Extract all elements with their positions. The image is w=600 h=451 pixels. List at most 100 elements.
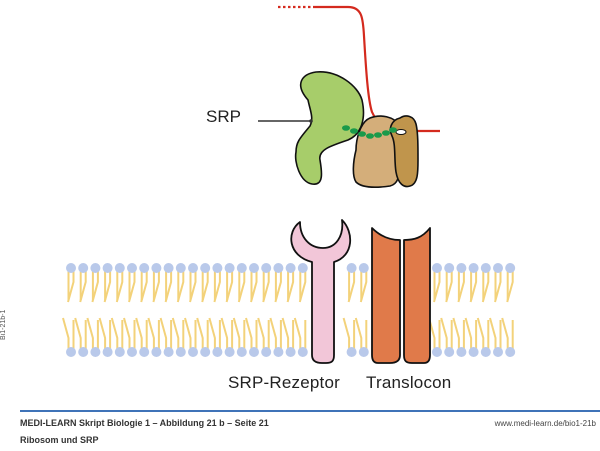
footer-divider xyxy=(20,410,600,412)
lipid-tail xyxy=(464,317,473,352)
lipid-head xyxy=(236,347,247,357)
lipid-head xyxy=(78,347,89,357)
lipid-tail xyxy=(457,268,465,303)
lipid-tail xyxy=(201,268,209,303)
lipid-head xyxy=(151,347,162,357)
lipid-head xyxy=(297,263,308,273)
lipid-tail xyxy=(147,317,155,352)
lipid-tail xyxy=(354,317,363,352)
lipid-head xyxy=(297,347,308,357)
lipid-head xyxy=(114,347,125,357)
lipid-tail xyxy=(79,268,87,303)
lipid-head xyxy=(212,263,223,273)
lipid-head xyxy=(493,347,503,357)
srp-label: SRP xyxy=(206,107,241,126)
lipid-head xyxy=(480,263,491,273)
lipid-head xyxy=(90,263,101,273)
lipid-head xyxy=(261,347,272,357)
lipid-head xyxy=(444,263,455,273)
lipid-tail xyxy=(74,317,82,352)
lipid-tail xyxy=(494,268,502,303)
lipid-head xyxy=(90,347,101,357)
lipid-tail xyxy=(184,317,192,352)
lipid-tail xyxy=(176,268,185,303)
lipid-head xyxy=(273,263,284,273)
lipid-tail xyxy=(164,268,173,303)
lipid-tail xyxy=(281,317,290,352)
lipid-tail xyxy=(347,268,356,303)
lipid-head xyxy=(432,347,442,357)
lipid-head xyxy=(224,347,235,357)
lipid-head xyxy=(175,347,186,357)
lipid-head xyxy=(212,347,223,357)
lipid-head xyxy=(444,347,455,357)
lipid-head xyxy=(468,347,479,357)
lipid-tail xyxy=(189,268,197,303)
lipid-head xyxy=(139,263,150,273)
lipid-tail xyxy=(232,317,241,352)
lipid-tail xyxy=(103,268,112,303)
lipid-tail xyxy=(445,268,453,303)
lipid-tail xyxy=(440,317,448,352)
figure-code: Bi1-21b-1 xyxy=(0,309,7,340)
lipid-head xyxy=(261,263,272,273)
translocon-label: Translocon xyxy=(366,373,452,392)
lipid-tail xyxy=(128,268,136,303)
lipid-tail xyxy=(225,268,234,303)
signal-peptide-bead xyxy=(382,130,390,136)
lipid-head xyxy=(151,263,162,273)
lipid-head xyxy=(224,263,235,273)
lipid-head xyxy=(188,263,198,273)
srp-receptor xyxy=(290,219,351,364)
lipid-head xyxy=(163,263,174,273)
ribosome-exit-tunnel xyxy=(395,129,407,135)
lipid-tail xyxy=(159,317,168,352)
lipid-tail xyxy=(213,268,221,303)
lipid-tail xyxy=(257,317,265,352)
lipid-head xyxy=(200,347,211,357)
translocon-right-half xyxy=(403,227,431,364)
lipid-head xyxy=(505,263,516,273)
srp-particle xyxy=(294,71,365,185)
lipid-tail xyxy=(245,317,253,352)
lipid-tail xyxy=(62,317,70,352)
lipid-tail xyxy=(86,317,94,352)
lipid-tail xyxy=(110,317,119,352)
lipid-tail xyxy=(501,317,509,352)
lipid-head xyxy=(456,263,467,273)
translocon-left-half xyxy=(371,227,401,364)
lipid-head xyxy=(432,263,442,273)
lipid-tail xyxy=(208,317,216,352)
lipid-tail xyxy=(452,317,460,352)
lipid-head xyxy=(493,263,503,273)
lipid-tail xyxy=(269,317,277,352)
lipid-head xyxy=(480,347,491,357)
lipid-tail xyxy=(476,317,485,352)
srp-pointer-dot xyxy=(309,119,313,123)
lipid-head xyxy=(78,263,89,273)
lipid-head xyxy=(102,347,113,357)
signal-peptide-bead xyxy=(389,127,397,133)
lipid-tail xyxy=(237,268,246,303)
lipid-tail xyxy=(293,317,302,352)
lipid-tail xyxy=(115,268,124,303)
signal-peptide xyxy=(342,125,397,139)
lipid-head xyxy=(285,347,296,357)
lipid-tail xyxy=(250,268,258,303)
lipid-bilayer-membrane xyxy=(62,263,516,357)
lipid-head xyxy=(127,347,137,357)
lipid-tail xyxy=(481,268,490,303)
lipid-head xyxy=(346,347,357,357)
lipid-head xyxy=(175,263,186,273)
lipid-tail xyxy=(433,268,441,303)
lipid-head xyxy=(66,347,76,357)
lipid-tail xyxy=(196,317,204,352)
lipid-head xyxy=(102,263,113,273)
footer-url-link[interactable]: www.medi-learn.de/bio1-21b xyxy=(494,419,596,428)
lipid-tail xyxy=(67,268,75,303)
lipid-head xyxy=(285,263,296,273)
lipid-tail xyxy=(152,268,160,303)
lipid-tail xyxy=(489,317,497,352)
lipid-head xyxy=(139,347,150,357)
lipid-head xyxy=(456,347,467,357)
